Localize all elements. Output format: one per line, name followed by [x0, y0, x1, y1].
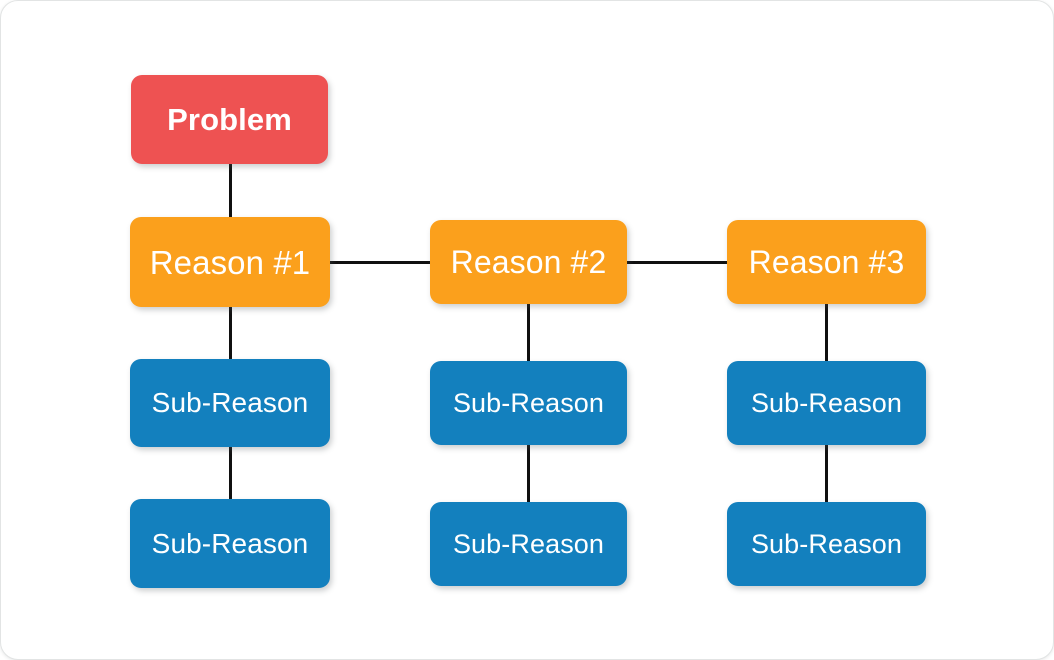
connector-reason-2-to-reason-3	[623, 261, 731, 264]
connector-reason-1-to-subreason-1	[229, 301, 232, 363]
node-reason-2[interactable]: Reason #2	[430, 220, 627, 304]
node-subreason-6[interactable]: Sub-Reason	[727, 502, 926, 586]
node-subreason-4-label: Sub-Reason	[452, 528, 605, 559]
node-subreason-2-label: Sub-Reason	[151, 527, 309, 559]
connector-reason-3-to-subreason-5	[825, 301, 828, 363]
connector-problem-to-reason-1	[229, 161, 232, 223]
connector-subreason-1-to-subreason-2	[229, 445, 232, 507]
node-subreason-1-label: Sub-Reason	[151, 387, 309, 418]
node-subreason-5[interactable]: Sub-Reason	[727, 361, 926, 445]
connector-reason-1-to-reason-2	[326, 261, 434, 264]
node-subreason-6-label: Sub-Reason	[750, 528, 903, 559]
node-reason-1-label: Reason #1	[149, 243, 311, 281]
connector-subreason-5-to-subreason-6	[825, 445, 828, 507]
node-reason-1[interactable]: Reason #1	[130, 217, 330, 307]
node-reason-2-label: Reason #2	[450, 244, 607, 280]
node-subreason-3[interactable]: Sub-Reason	[430, 361, 627, 445]
node-subreason-4[interactable]: Sub-Reason	[430, 502, 627, 586]
node-subreason-3-label: Sub-Reason	[452, 387, 605, 418]
node-problem-label: Problem	[167, 102, 292, 137]
node-subreason-5-label: Sub-Reason	[750, 387, 903, 418]
node-problem[interactable]: Problem	[131, 75, 328, 164]
connector-reason-2-to-subreason-3	[527, 301, 530, 363]
node-subreason-2[interactable]: Sub-Reason	[130, 499, 330, 588]
node-reason-3-label: Reason #3	[748, 244, 905, 280]
node-subreason-1[interactable]: Sub-Reason	[130, 359, 330, 447]
connector-subreason-3-to-subreason-4	[527, 445, 530, 507]
node-reason-3[interactable]: Reason #3	[727, 220, 926, 304]
